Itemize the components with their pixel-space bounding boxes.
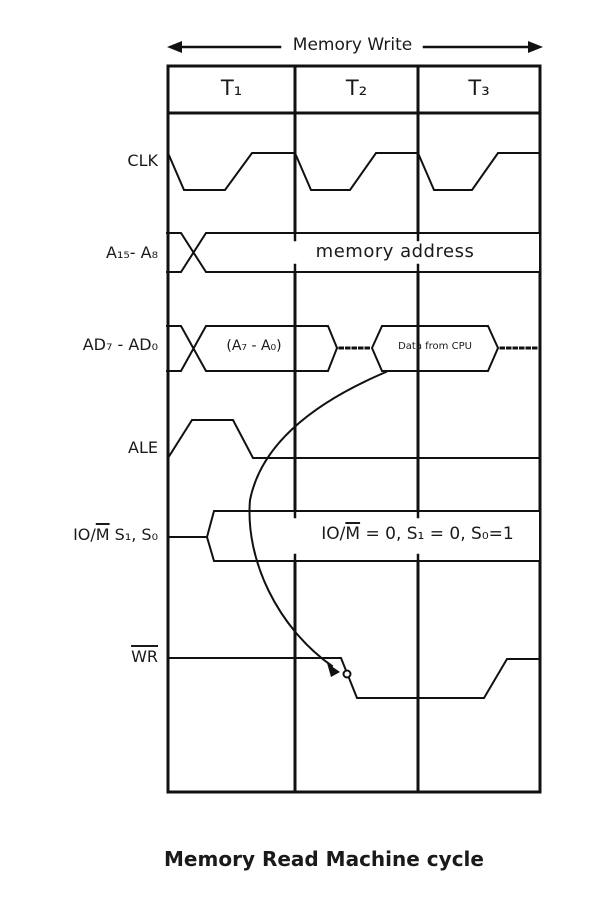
ale-waveform [166, 419, 541, 460]
causality-arrow [248, 370, 388, 679]
data-from-cpu-hexagon [370, 325, 500, 372]
clk-signal-label: CLK [127, 151, 158, 170]
wr-signal-label: WR [131, 647, 158, 666]
t2-header: T₂ [345, 76, 368, 100]
table-border [166, 64, 542, 794]
memory-address-bus-text: memory address [315, 241, 475, 262]
addr-high-bus [166, 232, 541, 273]
addr-data-signal-label: AD₇ - AD₀ [82, 335, 158, 354]
table-grid [166, 64, 542, 794]
t3-header: T₃ [468, 76, 490, 100]
status-bus [167, 510, 541, 562]
status-bus-value-text: IO/M = 0, S₁ = 0, S₀=1 [321, 524, 514, 544]
ale-signal-label: ALE [128, 438, 158, 457]
diagram-caption: Memory Read Machine cycle [164, 847, 484, 871]
addr-high-signal-label: A₁₅- A₈ [106, 243, 158, 262]
clk-waveform [166, 151, 541, 191]
status-bus-fill [209, 512, 539, 560]
addr-low-bus-text: (A₇ - A₀) [226, 338, 282, 354]
causality-endpoint-circle [342, 669, 352, 679]
addr-low-bus-outline [166, 325, 339, 372]
data-from-cpu-text: Data from CPU [398, 341, 472, 352]
memory-write-label: Memory Write [292, 35, 413, 55]
status-signal-label: IO/M S₁, S₀ [73, 525, 158, 544]
t1-header: T₁ [220, 76, 243, 100]
wr-waveform [167, 657, 541, 699]
memory-write-arrow [167, 41, 543, 53]
addr-data-bus [166, 325, 541, 372]
arrowhead-left [167, 41, 182, 53]
addr-high-bus-fill [184, 234, 539, 271]
causality-arrowhead [327, 663, 340, 677]
arrowhead-right [528, 41, 543, 53]
